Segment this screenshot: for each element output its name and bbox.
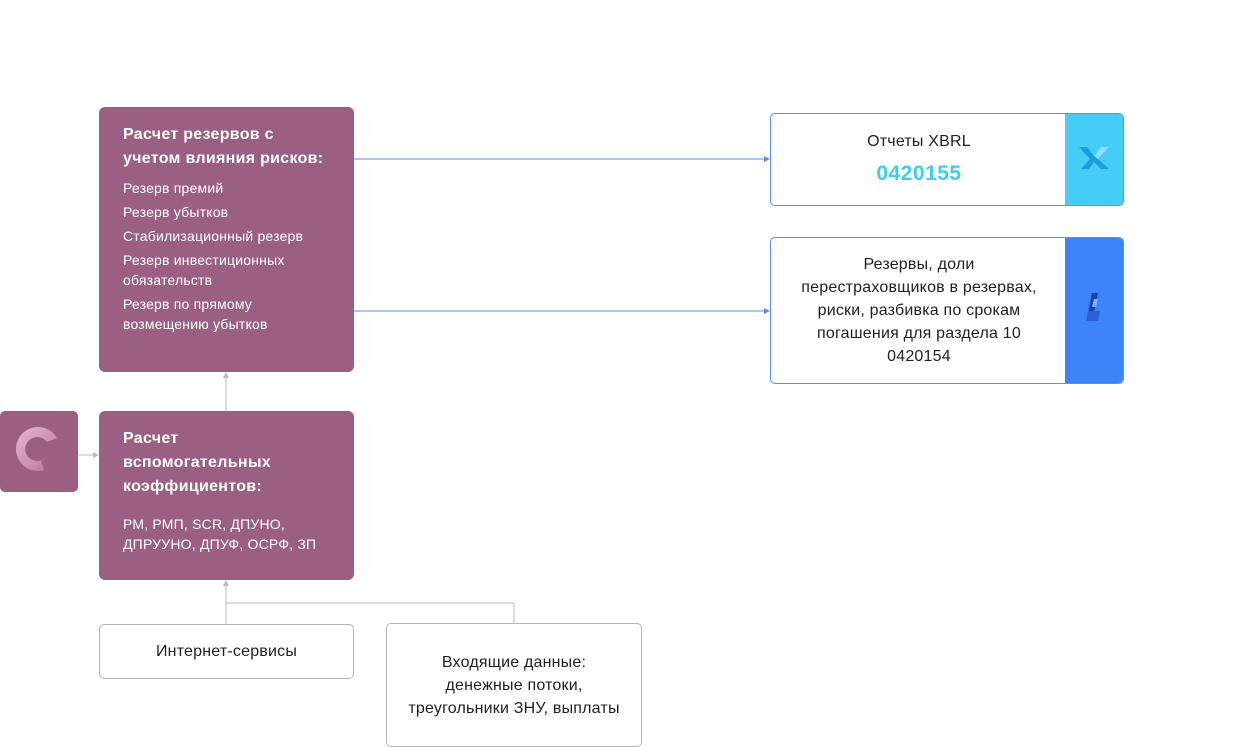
service-logo-icon <box>1084 291 1104 330</box>
reserves-calc-title: Расчет резервов с учетом влияния рисков: <box>123 126 324 167</box>
reserves-calc-box: Расчет резервов с учетом влияния рисков:… <box>99 107 354 372</box>
reserve-item: Резерв по прямому возмещению убытков <box>123 296 268 332</box>
internet-services-label: Интернет-сервисы <box>155 643 298 660</box>
reserves-output-text: Резервы, доли перестраховщиков в резерва… <box>801 256 1037 365</box>
internet-services-box: Интернет-сервисы <box>99 624 354 679</box>
incoming-data-label: Входящие данные: денежные потоки, треуго… <box>408 653 620 717</box>
xbrl-output-box: Отчеты XBRL 0420155 <box>770 113 1124 206</box>
reserves-output-box: Резервы, доли перестраховщиков в резерва… <box>770 237 1124 384</box>
reserve-item: Резерв убытков <box>123 204 229 220</box>
coef-calc-list: РМ, РМП, SCR, ДПУНО, ДПРУУНО, ДПУФ, ОСРФ… <box>123 516 317 552</box>
reserves-strip <box>1065 238 1123 383</box>
coef-calc-title: Расчет вспомогательных коэффициентов: <box>123 430 271 495</box>
reserve-item: Резерв инвестиционных обязательств <box>123 252 285 288</box>
reserve-item: Стабилизационный резерв <box>123 228 304 244</box>
coef-calc-box: Расчет вспомогательных коэффициентов: РМ… <box>99 411 354 580</box>
xbrl-logo-icon <box>1077 143 1111 176</box>
xbrl-label: Отчеты XBRL <box>867 133 971 150</box>
connector-incoming-to-coef <box>226 602 515 624</box>
c-logo-icon <box>11 421 67 482</box>
source-logo-tile <box>0 411 78 492</box>
xbrl-strip <box>1065 114 1123 205</box>
incoming-data-box: Входящие данные: денежные потоки, треуго… <box>386 623 642 747</box>
reserve-item: Резерв премий <box>123 180 224 196</box>
xbrl-code: 0420155 <box>876 162 962 185</box>
